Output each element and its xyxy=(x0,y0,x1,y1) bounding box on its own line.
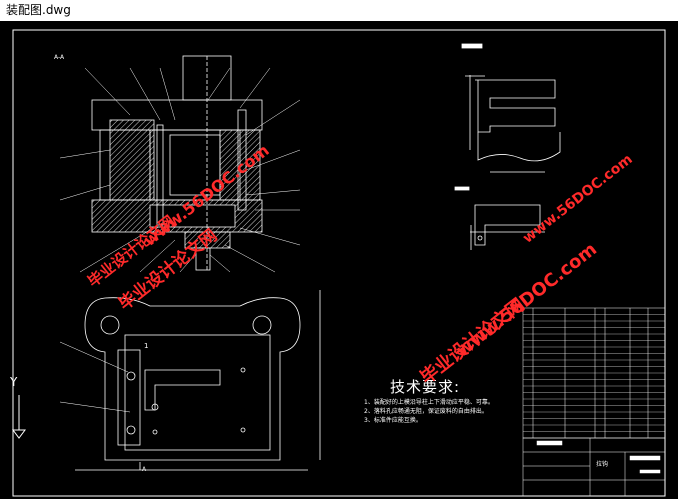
tech-note: 1、装配好的上模沿导柱上下滑动应平稳、可靠。 xyxy=(364,399,494,406)
section-label: A-A xyxy=(54,54,65,61)
window-titlebar: 装配图.dwg xyxy=(0,0,678,21)
tech-note: 2、落料孔应畅通无阻，保证废料的自由排出。 xyxy=(364,408,488,415)
drawing-canvas[interactable]: A-A 1 A Y 技术要求: 1、装配好的上模沿导柱上下滑动应平稳、可靠。 2… xyxy=(0,21,678,499)
window-title: 装配图.dwg xyxy=(6,3,71,17)
part-number-mark: 1 xyxy=(144,342,149,350)
detail-view-bottom xyxy=(454,186,545,250)
tech-requirements-notes: 1、装配好的上模沿导柱上下滑动应平稳、可靠。 2、落料孔应畅通无阻，保证废料的自… xyxy=(364,398,494,425)
tech-note: 3、标准件应能互换。 xyxy=(364,417,422,424)
section-view xyxy=(91,55,263,271)
detail-view-top xyxy=(461,43,561,173)
axis-y-label: Y xyxy=(10,375,18,389)
plan-view xyxy=(75,290,321,471)
plan-leaders xyxy=(59,341,131,413)
ucs-icon xyxy=(12,395,26,439)
cad-drawing xyxy=(12,29,666,497)
tech-requirements-title: 技术要求: xyxy=(390,378,461,396)
title-block-name: 拉钩 xyxy=(596,461,609,468)
section-leaders xyxy=(59,67,301,273)
parts-list-rows xyxy=(523,314,665,432)
view-label-a: A xyxy=(142,466,147,473)
title-block xyxy=(522,437,666,497)
drawing-border xyxy=(12,29,666,497)
